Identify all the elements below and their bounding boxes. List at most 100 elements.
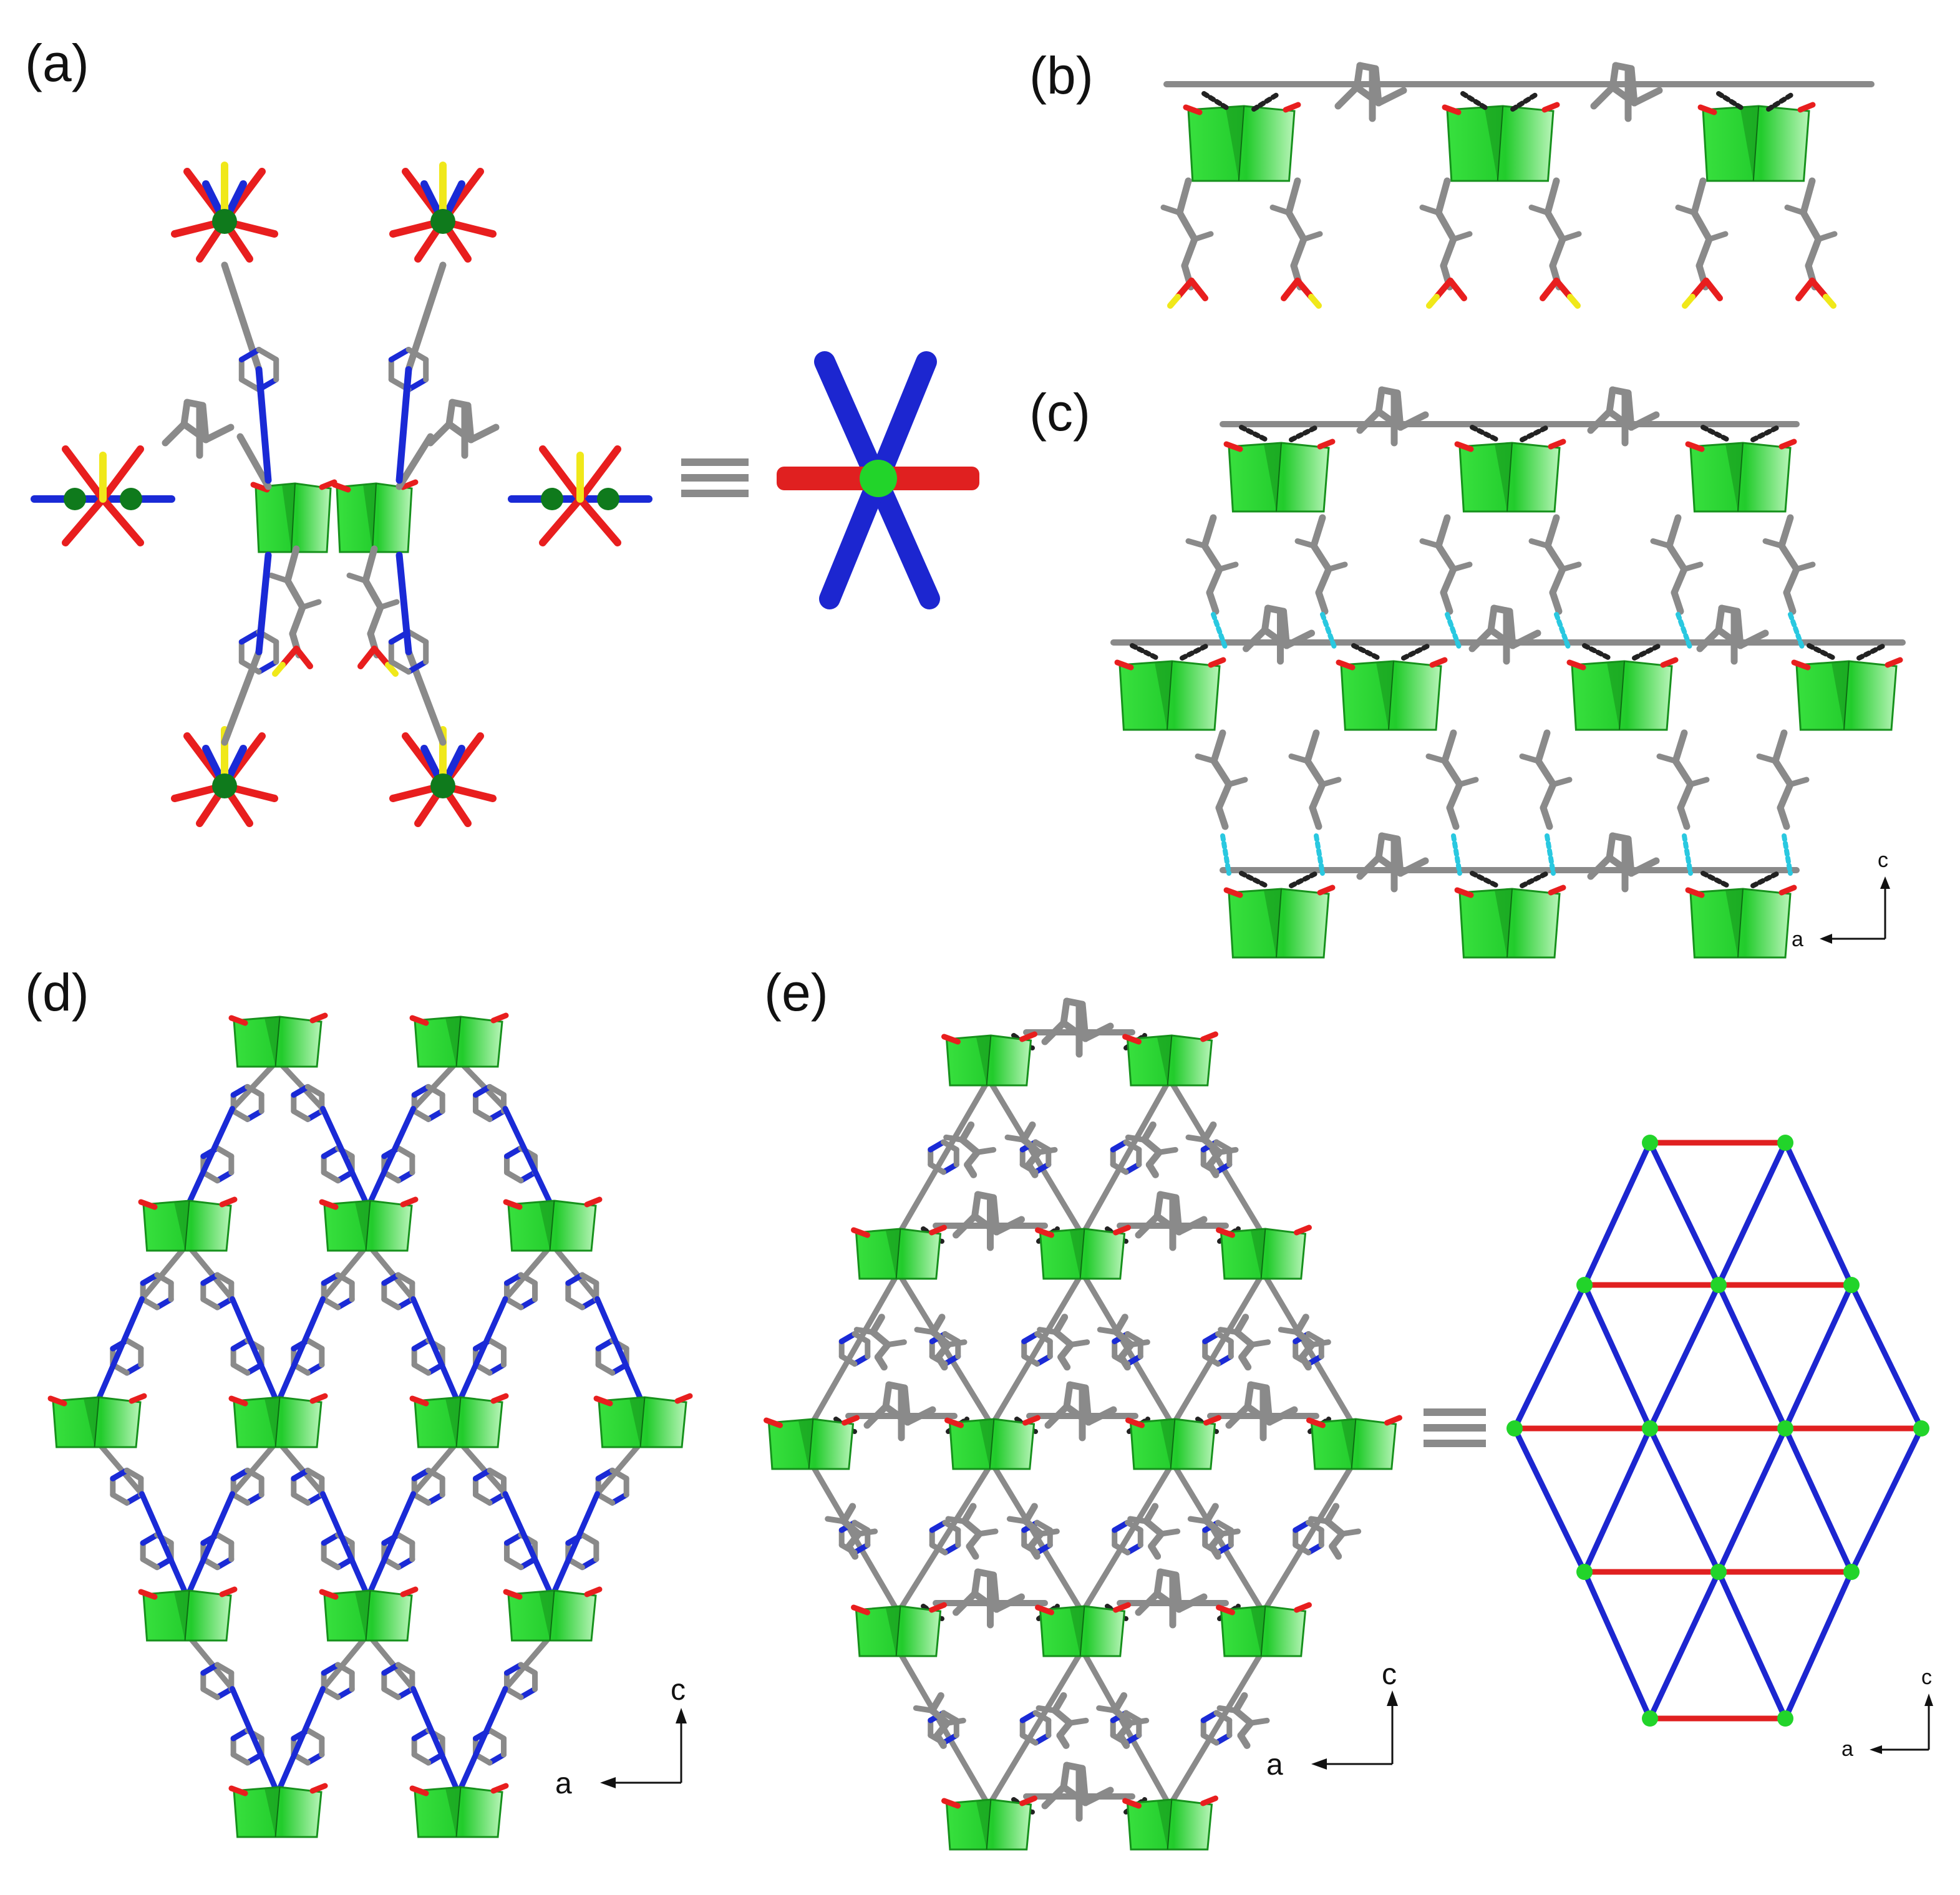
bond — [1158, 1528, 1181, 1537]
polyhedron-edge — [1276, 888, 1282, 958]
bond — [1815, 231, 1838, 242]
net-blue-link — [1511, 1284, 1588, 1430]
metal-cluster — [171, 162, 278, 263]
net-node — [1777, 1420, 1793, 1437]
bond — [1606, 386, 1616, 415]
bond — [238, 377, 262, 392]
bond — [1419, 538, 1442, 549]
polyhedron-edge — [94, 1397, 100, 1448]
net-node — [1576, 1277, 1593, 1293]
hydrogen-bond — [1788, 612, 1805, 651]
bond — [409, 1395, 429, 1407]
bond — [1113, 1224, 1131, 1236]
bond — [953, 1590, 978, 1616]
bond — [1687, 777, 1710, 787]
bond — [1044, 1403, 1070, 1429]
bond — [503, 1589, 523, 1600]
metal-polyhedron — [1216, 1224, 1312, 1280]
axis-a-label-e: a — [1266, 1748, 1283, 1781]
bond — [1375, 386, 1385, 415]
bond — [1288, 754, 1311, 764]
bond — [1216, 1146, 1239, 1155]
bond — [986, 1647, 1085, 1809]
bond — [1671, 589, 1684, 615]
polyhedron-edge — [184, 1200, 190, 1251]
bond — [409, 1785, 429, 1796]
bond — [1628, 411, 1660, 431]
metal-polyhedron — [1223, 884, 1336, 959]
bond — [1176, 209, 1198, 243]
polyhedron-edge — [274, 1016, 281, 1067]
bond — [1195, 754, 1217, 764]
bond — [1435, 514, 1451, 550]
metal-polyhedron — [1442, 102, 1560, 182]
bond — [1671, 566, 1688, 596]
bond — [1356, 408, 1382, 434]
metal-polyhedron — [1216, 1602, 1312, 1657]
bond — [1285, 209, 1307, 243]
side-metal-cluster — [508, 445, 653, 546]
bond — [1560, 231, 1582, 242]
bond — [851, 1227, 870, 1238]
bond — [455, 1057, 508, 1112]
bond — [1793, 561, 1816, 572]
bond — [47, 1395, 67, 1407]
bond — [1215, 804, 1229, 830]
bond — [1549, 566, 1566, 596]
polyhedron-edge — [184, 1590, 190, 1641]
net-blue-link — [1782, 1141, 1855, 1286]
bond — [409, 1015, 429, 1026]
bond — [1294, 1602, 1312, 1613]
bond — [385, 662, 399, 677]
bond — [1309, 804, 1322, 830]
metal-polyhedron — [1122, 1031, 1218, 1087]
bond — [1079, 1076, 1173, 1238]
bond — [1203, 1415, 1221, 1426]
bond — [1127, 1717, 1150, 1726]
axis-a-label: a — [1792, 928, 1803, 951]
metal-polyhedron — [331, 479, 419, 553]
metal-polyhedron — [1306, 1415, 1402, 1470]
bond — [1795, 278, 1815, 301]
axis-c-label-e: c — [1382, 1658, 1397, 1691]
bond — [367, 604, 384, 637]
bond — [1244, 1381, 1254, 1410]
bond — [945, 1339, 968, 1348]
hydrogen-bond — [1401, 643, 1431, 661]
bond — [1566, 659, 1586, 671]
bond — [1309, 781, 1326, 812]
bond — [184, 1491, 235, 1600]
bond — [410, 1057, 462, 1112]
bond — [1548, 884, 1566, 896]
bond — [1210, 729, 1226, 765]
polyhedron-edge — [455, 1016, 462, 1067]
bond — [1544, 177, 1560, 216]
polyhedron-edge — [1079, 1228, 1085, 1279]
metal-atom — [120, 488, 142, 510]
bond — [1260, 1460, 1357, 1616]
metal-polyhedron — [1697, 102, 1816, 182]
net-blue-link — [1715, 1141, 1788, 1286]
bond — [388, 347, 412, 362]
bond — [1067, 1717, 1089, 1726]
hydrogen-bond — [1700, 871, 1730, 888]
bond — [1677, 804, 1691, 830]
polyhedron-edge — [1238, 105, 1245, 182]
bond — [594, 1438, 646, 1497]
bond — [976, 1528, 999, 1537]
panel-label-b: (b) — [1029, 46, 1094, 105]
bond — [1317, 884, 1336, 896]
bond — [1304, 729, 1320, 765]
hydrogen-bond — [1220, 833, 1231, 876]
bond — [455, 1296, 508, 1407]
net-blue-link — [1782, 1571, 1855, 1720]
bond — [1450, 231, 1473, 242]
bond — [1200, 1031, 1218, 1042]
bond — [1397, 857, 1429, 877]
net-blue-link — [1647, 1284, 1722, 1430]
bond — [202, 424, 235, 443]
polyhedron-edge — [291, 483, 296, 553]
bond — [230, 1438, 281, 1497]
bond — [989, 1269, 1085, 1428]
bond — [885, 1339, 907, 1348]
